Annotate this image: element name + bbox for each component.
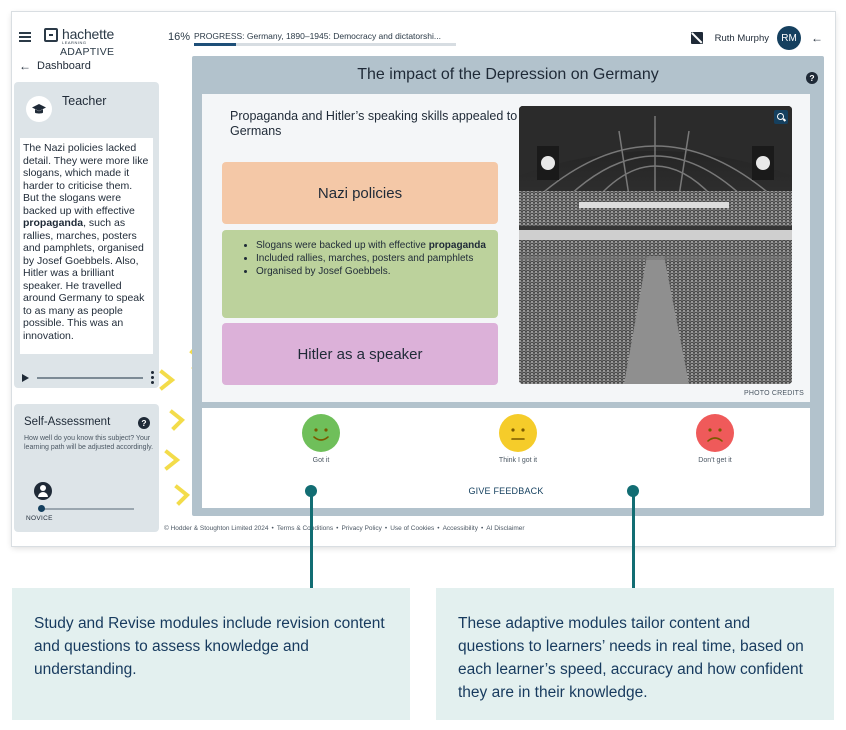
logo-h-icon xyxy=(44,28,58,42)
teacher-panel: Teacher The Nazi policies lacked detail.… xyxy=(14,82,159,388)
footer-link[interactable]: Accessibility xyxy=(442,525,478,532)
neutral-face-svg xyxy=(511,428,525,440)
bullet-bold: propaganda xyxy=(428,240,486,251)
collapse-arrow-icon[interactable]: ← xyxy=(811,31,823,45)
bullet-list: Slogans were backed up with effective pr… xyxy=(256,240,488,278)
lesson-panel: The impact of the Depression on Germany … xyxy=(192,56,824,516)
left-connector-dot xyxy=(305,485,317,497)
confidence-slider-track[interactable] xyxy=(40,508,134,510)
lesson-card: Propaganda and Hitler’s speaking skills … xyxy=(202,94,810,402)
help-icon[interactable]: ? xyxy=(806,72,818,84)
feedback-area: Got it Think I got it Don’t get it GIVE … xyxy=(202,408,810,508)
footer-link[interactable]: Use of Cookies xyxy=(390,525,435,532)
sad-face-icon xyxy=(696,414,734,452)
report-flag-icon[interactable] xyxy=(690,32,703,44)
bullet-text: Organised by Josef Goebbels. xyxy=(256,266,391,277)
right-connector-line xyxy=(632,490,635,588)
feedback-dont-get-it[interactable]: Don’t get it xyxy=(685,414,745,464)
hitler-speaker-box: Hitler as a speaker xyxy=(222,323,498,385)
left-connector-line xyxy=(310,490,313,588)
feedback-label: Don’t get it xyxy=(698,457,732,464)
callout-right: These adaptive modules tailor content an… xyxy=(436,588,834,720)
copyright-text: © Hodder & Stoughton Limited 2024 xyxy=(164,525,269,532)
happy-face-svg xyxy=(313,428,329,441)
feedback-think-got-it[interactable]: Think I got it xyxy=(488,414,548,464)
right-connector-dot xyxy=(627,485,639,497)
audio-seek-bar[interactable] xyxy=(37,376,143,379)
rally-photo-image xyxy=(519,106,792,384)
feedback-label: Think I got it xyxy=(498,457,538,464)
footer-separator: • xyxy=(437,525,440,532)
graduation-cap-icon xyxy=(26,96,52,122)
bullet-item: Slogans were backed up with effective pr… xyxy=(256,240,488,252)
confidence-level-label: NOVICE xyxy=(26,515,53,522)
self-assessment-description: How well do you know this subject? Your … xyxy=(24,435,154,451)
progress-bar xyxy=(194,43,456,46)
hamburger-menu-icon[interactable] xyxy=(19,32,31,42)
bullet-item: Included rallies, marches, posters and p… xyxy=(256,253,488,265)
nazi-policies-box: Nazi policies xyxy=(222,162,498,224)
rally-photo xyxy=(519,106,792,384)
feedback-label: Got it xyxy=(312,457,330,464)
logo-text: hachette xyxy=(62,26,115,42)
confidence-slider-handle[interactable] xyxy=(38,505,45,512)
user-area: Ruth Murphy RM ← xyxy=(690,26,823,50)
help-icon[interactable]: ? xyxy=(138,417,150,429)
teacher-text-part: The Nazi policies lacked detail. They we… xyxy=(23,142,149,217)
photo-credits-link[interactable]: PHOTO CREDITS xyxy=(743,390,804,397)
user-name: Ruth Murphy xyxy=(714,32,769,44)
person-icon xyxy=(34,482,52,500)
teacher-header: Teacher xyxy=(26,92,106,122)
play-icon[interactable] xyxy=(22,373,29,382)
footer-separator: • xyxy=(271,525,274,532)
sad-face-svg xyxy=(707,428,723,442)
self-assessment-title: Self-Assessment xyxy=(24,416,111,428)
give-feedback-link[interactable]: GIVE FEEDBACK xyxy=(468,486,544,496)
progress-label: PROGRESS: Germany, 1890–1945: Democracy … xyxy=(194,31,441,41)
footer-link[interactable]: Privacy Policy xyxy=(341,525,382,532)
callout-left: Study and Revise modules include revisio… xyxy=(12,588,410,720)
app-window: hachette LEARNING ADAPTIVE ← Dashboard 1… xyxy=(12,12,835,546)
footer-separator: • xyxy=(336,525,339,532)
footer-link[interactable]: Terms & Conditions xyxy=(276,525,334,532)
card-heading: Propaganda and Hitler’s speaking skills … xyxy=(230,109,518,138)
progress-percent: 16% xyxy=(168,31,191,43)
logo-adaptive: ADAPTIVE xyxy=(60,46,115,58)
audio-player xyxy=(22,371,154,384)
footer-separator: • xyxy=(480,525,484,532)
logo-sub: LEARNING xyxy=(62,40,87,45)
zoom-icon[interactable] xyxy=(774,110,788,124)
progress-bar-fill xyxy=(194,43,236,46)
teacher-transcript[interactable]: The Nazi policies lacked detail. They we… xyxy=(20,138,153,354)
bullet-text: Included rallies, marches, posters and p… xyxy=(256,253,474,264)
dashboard-link[interactable]: ← Dashboard xyxy=(19,59,91,73)
lesson-title: The impact of the Depression on Germany xyxy=(357,66,659,83)
footer-link[interactable]: AI Disclaimer xyxy=(486,525,525,532)
neutral-face-icon xyxy=(499,414,537,452)
footer: © Hodder & Stoughton Limited 2024•Terms … xyxy=(164,525,528,532)
happy-face-icon xyxy=(302,414,340,452)
more-options-icon[interactable] xyxy=(151,371,154,384)
teacher-text-bold: propaganda xyxy=(23,217,84,229)
policies-bullet-box: Slogans were backed up with effective pr… xyxy=(222,230,498,318)
feedback-got-it[interactable]: Got it xyxy=(291,414,351,464)
avatar[interactable]: RM xyxy=(777,26,801,50)
teacher-text-part: , such as rallies, marches, posters and … xyxy=(23,217,145,342)
hachette-logo: hachette LEARNING ADAPTIVE xyxy=(44,26,116,60)
self-assessment-panel: Self-Assessment ? How well do you know t… xyxy=(14,404,159,532)
footer-separator: • xyxy=(384,525,388,532)
teacher-title: Teacher xyxy=(62,94,107,108)
arrow-left-icon: ← xyxy=(19,59,31,73)
bullet-text: Slogans were backed up with effective xyxy=(256,240,429,251)
bullet-item: Organised by Josef Goebbels. xyxy=(256,266,488,278)
dashboard-label: Dashboard xyxy=(37,60,91,72)
